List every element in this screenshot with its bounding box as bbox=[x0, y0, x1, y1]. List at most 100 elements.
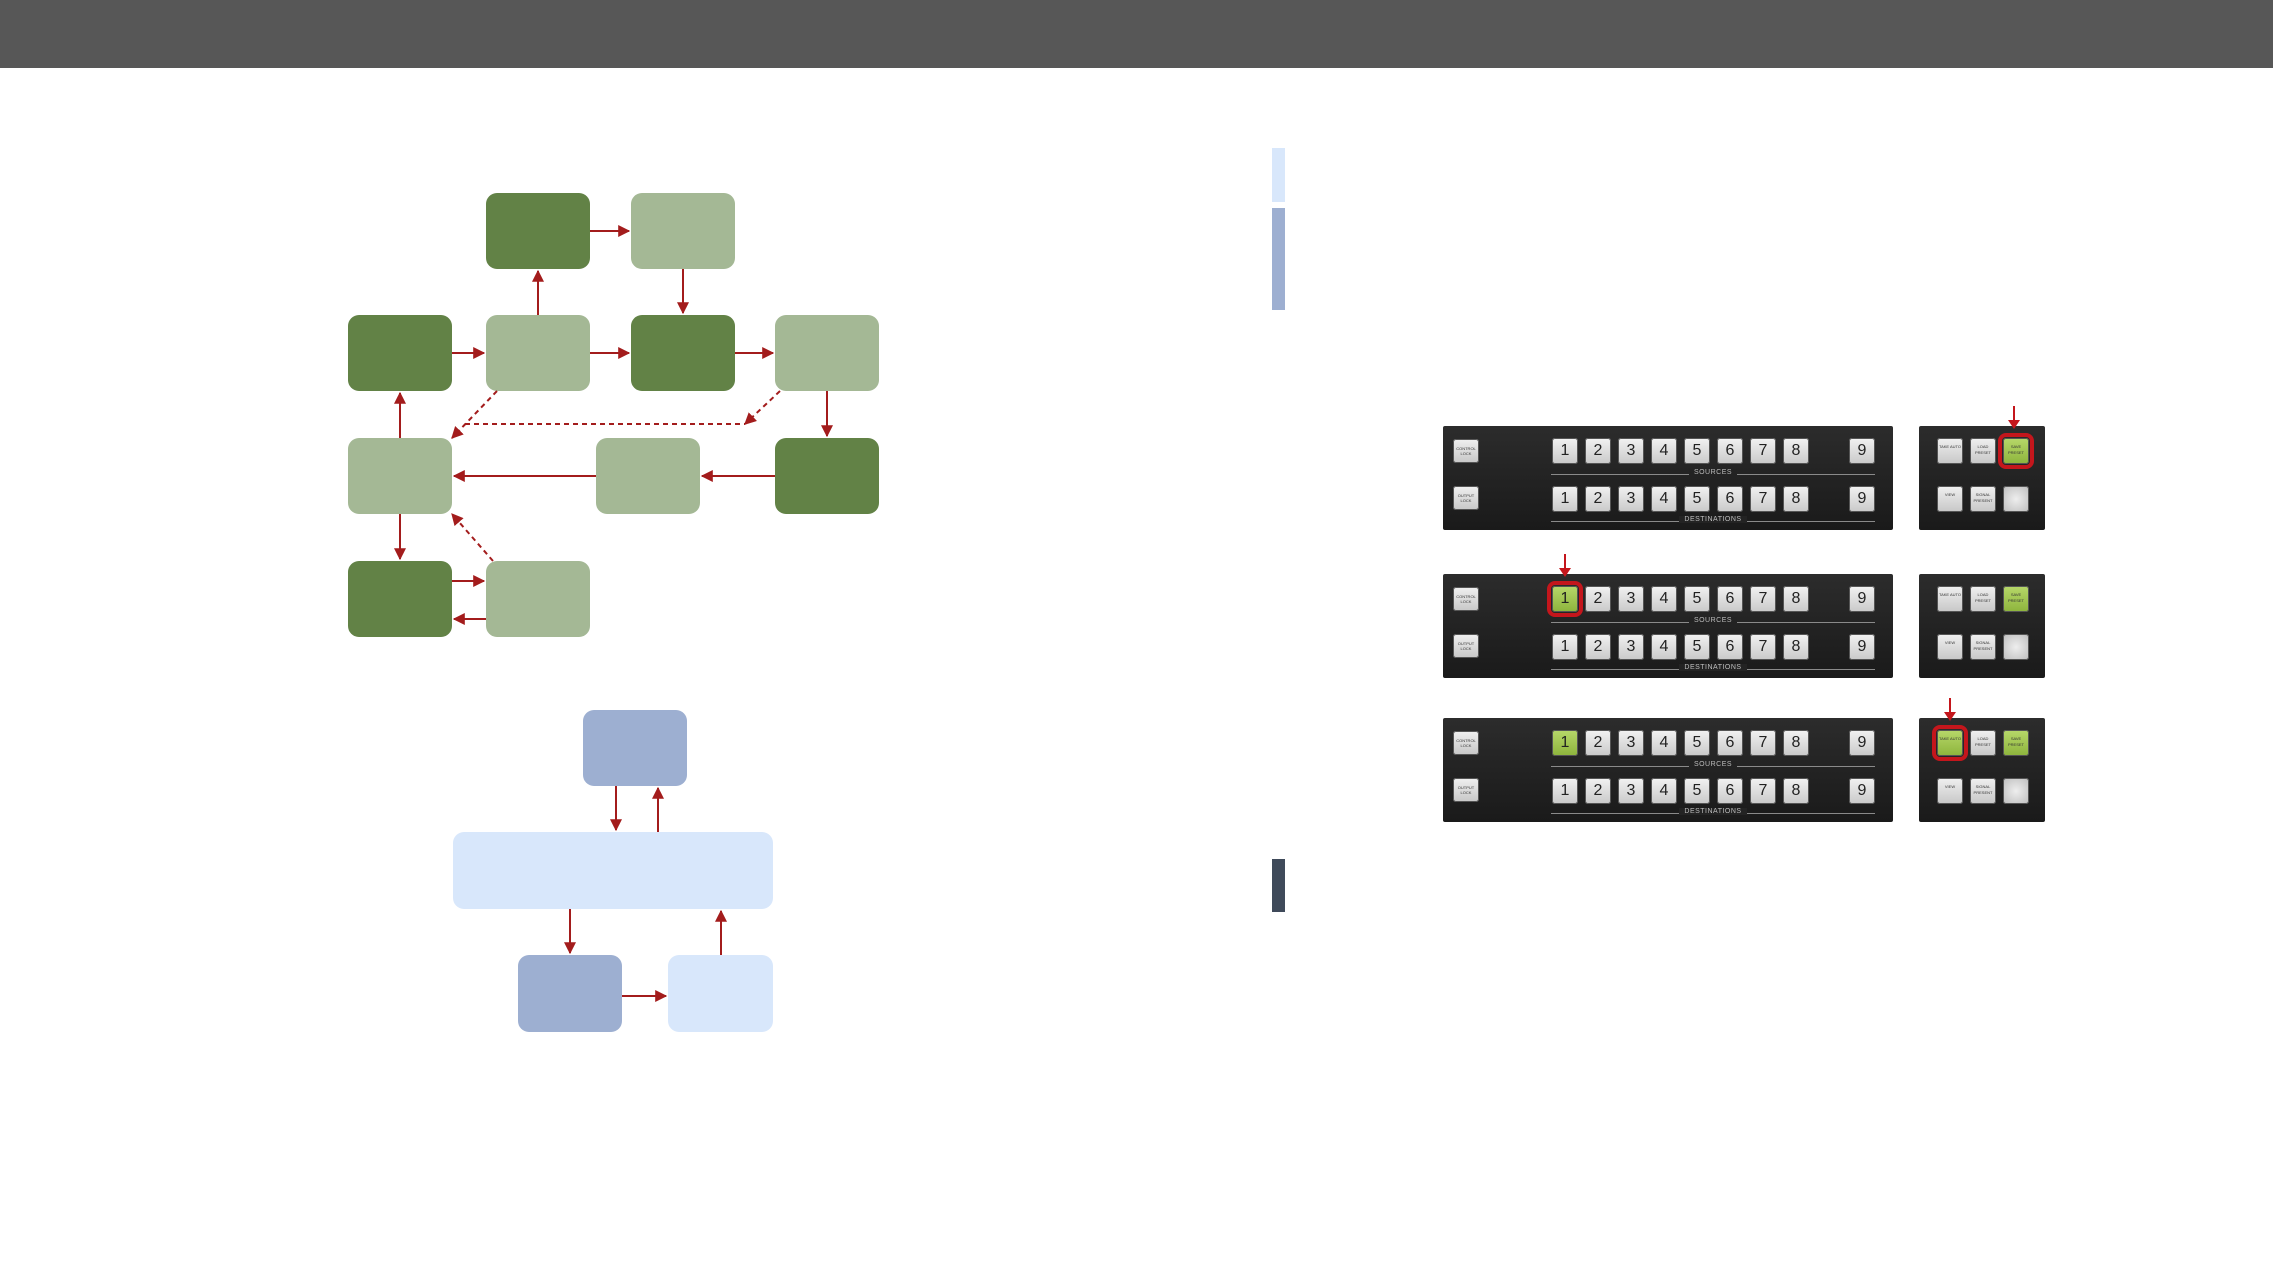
dest-key-7[interactable]: 7 bbox=[1750, 778, 1776, 804]
sources-label: SOURCES bbox=[1551, 617, 1875, 624]
dest-key-1[interactable]: 1 bbox=[1552, 634, 1578, 660]
source-key-9[interactable]: 9 bbox=[1849, 438, 1875, 464]
state-box-row3-a bbox=[348, 438, 452, 514]
source-key-8[interactable]: 8 bbox=[1783, 586, 1809, 612]
source-key-1[interactable]: 1 bbox=[1552, 730, 1578, 756]
source-key-8[interactable]: 8 bbox=[1783, 438, 1809, 464]
dest-key-5[interactable]: 5 bbox=[1684, 778, 1710, 804]
dest-key-3[interactable]: 3 bbox=[1618, 634, 1644, 660]
flow-diagrams bbox=[348, 193, 879, 1032]
source-key-4[interactable]: 4 bbox=[1651, 438, 1677, 464]
dest-key-3[interactable]: 3 bbox=[1618, 778, 1644, 804]
state-box-row2-d bbox=[775, 315, 879, 391]
dest-key-9[interactable]: 9 bbox=[1849, 486, 1875, 512]
source-key-7[interactable]: 7 bbox=[1750, 586, 1776, 612]
dest-key-7[interactable]: 7 bbox=[1750, 486, 1776, 512]
dest-key-7[interactable]: 7 bbox=[1750, 634, 1776, 660]
signal-present-key[interactable]: SIGNAL PRESENT bbox=[1970, 486, 1996, 512]
blank-key[interactable] bbox=[2003, 634, 2029, 660]
source-key-1[interactable]: 1 bbox=[1547, 581, 1583, 617]
dest-key-8[interactable]: 8 bbox=[1783, 778, 1809, 804]
dest-key-5[interactable]: 5 bbox=[1684, 486, 1710, 512]
control-lock-key[interactable]: CONTROL LOCK bbox=[1453, 587, 1479, 611]
dest-key-1[interactable]: 1 bbox=[1552, 486, 1578, 512]
source-key-7[interactable]: 7 bbox=[1750, 730, 1776, 756]
source-key-1[interactable]: 1 bbox=[1552, 438, 1578, 464]
source-key-7[interactable]: 7 bbox=[1750, 438, 1776, 464]
save-preset-key[interactable]: SAVE PRESET bbox=[1998, 433, 2034, 469]
dest-key-3[interactable]: 3 bbox=[1618, 486, 1644, 512]
view-key[interactable]: VIEW bbox=[1937, 778, 1963, 804]
dest-key-9[interactable]: 9 bbox=[1849, 778, 1875, 804]
blank-key[interactable] bbox=[2003, 778, 2029, 804]
source-key-2[interactable]: 2 bbox=[1585, 586, 1611, 612]
state-box-row2-c bbox=[631, 315, 735, 391]
blue-box-bottom-right bbox=[668, 955, 773, 1032]
view-key[interactable]: VIEW bbox=[1937, 634, 1963, 660]
state-box-row4-b bbox=[486, 561, 590, 637]
save-preset-key[interactable]: SAVE PRESET bbox=[2003, 586, 2029, 612]
source-key-2[interactable]: 2 bbox=[1585, 438, 1611, 464]
blank-key[interactable] bbox=[2003, 486, 2029, 512]
blue-box-top bbox=[583, 710, 687, 786]
source-key-4[interactable]: 4 bbox=[1651, 586, 1677, 612]
state-box-top-left bbox=[486, 193, 590, 269]
source-key-3[interactable]: 3 bbox=[1618, 586, 1644, 612]
sources-label: SOURCES bbox=[1551, 761, 1875, 768]
destinations-label: DESTINATIONS bbox=[1551, 664, 1875, 671]
dest-key-6[interactable]: 6 bbox=[1717, 634, 1743, 660]
source-key-3[interactable]: 3 bbox=[1618, 438, 1644, 464]
dest-key-8[interactable]: 8 bbox=[1783, 486, 1809, 512]
dest-key-9[interactable]: 9 bbox=[1849, 634, 1875, 660]
save-preset-key[interactable]: SAVE PRESET bbox=[2003, 730, 2029, 756]
accent-bar-light bbox=[1272, 148, 1285, 202]
output-lock-key[interactable]: OUTPUT LOCK bbox=[1453, 486, 1479, 510]
dest-key-5[interactable]: 5 bbox=[1684, 634, 1710, 660]
dest-key-1[interactable]: 1 bbox=[1552, 778, 1578, 804]
preset-panel-2: TAKE AUTO LOAD PRESET SAVE PRESET VIEW S… bbox=[1919, 574, 2045, 678]
signal-present-key[interactable]: SIGNAL PRESENT bbox=[1970, 634, 1996, 660]
source-key-8[interactable]: 8 bbox=[1783, 730, 1809, 756]
load-preset-key[interactable]: LOAD PRESET bbox=[1970, 730, 1996, 756]
dest-key-2[interactable]: 2 bbox=[1585, 778, 1611, 804]
source-key-4[interactable]: 4 bbox=[1651, 730, 1677, 756]
source-key-9[interactable]: 9 bbox=[1849, 730, 1875, 756]
take-auto-key[interactable]: TAKE AUTO bbox=[1932, 725, 1968, 761]
output-lock-key[interactable]: OUTPUT LOCK bbox=[1453, 634, 1479, 658]
dest-key-8[interactable]: 8 bbox=[1783, 634, 1809, 660]
blue-wide-box bbox=[453, 832, 773, 909]
take-auto-key[interactable]: TAKE AUTO bbox=[1937, 438, 1963, 464]
dest-key-2[interactable]: 2 bbox=[1585, 634, 1611, 660]
source-key-6[interactable]: 6 bbox=[1717, 438, 1743, 464]
source-key-5[interactable]: 5 bbox=[1684, 438, 1710, 464]
source-key-2[interactable]: 2 bbox=[1585, 730, 1611, 756]
source-key-6[interactable]: 6 bbox=[1717, 730, 1743, 756]
control-lock-key[interactable]: CONTROL LOCK bbox=[1453, 439, 1479, 463]
dest-key-4[interactable]: 4 bbox=[1651, 634, 1677, 660]
dest-key-4[interactable]: 4 bbox=[1651, 486, 1677, 512]
control-lock-key[interactable]: CONTROL LOCK bbox=[1453, 731, 1479, 755]
load-preset-key[interactable]: LOAD PRESET bbox=[1970, 586, 1996, 612]
dest-key-2[interactable]: 2 bbox=[1585, 486, 1611, 512]
state-box-top-right bbox=[631, 193, 735, 269]
source-key-5[interactable]: 5 bbox=[1684, 730, 1710, 756]
load-preset-key[interactable]: LOAD PRESET bbox=[1970, 438, 1996, 464]
source-key-3[interactable]: 3 bbox=[1618, 730, 1644, 756]
header-bar bbox=[0, 0, 2273, 68]
state-box-row3-c bbox=[775, 438, 879, 514]
control-panel-2: CONTROL LOCK OUTPUT LOCK 1 2 3 4 5 6 7 8… bbox=[1443, 574, 1893, 678]
dest-key-6[interactable]: 6 bbox=[1717, 486, 1743, 512]
take-auto-key[interactable]: TAKE AUTO bbox=[1937, 586, 1963, 612]
destinations-label: DESTINATIONS bbox=[1551, 516, 1875, 523]
source-key-9[interactable]: 9 bbox=[1849, 586, 1875, 612]
output-lock-key[interactable]: OUTPUT LOCK bbox=[1453, 778, 1479, 802]
view-key[interactable]: VIEW bbox=[1937, 486, 1963, 512]
signal-present-key[interactable]: SIGNAL PRESENT bbox=[1970, 778, 1996, 804]
dest-key-6[interactable]: 6 bbox=[1717, 778, 1743, 804]
destinations-label: DESTINATIONS bbox=[1551, 808, 1875, 815]
accent-bar-mid bbox=[1272, 208, 1285, 310]
pointer-arrow-source-1 bbox=[1559, 554, 1571, 577]
dest-key-4[interactable]: 4 bbox=[1651, 778, 1677, 804]
source-key-5[interactable]: 5 bbox=[1684, 586, 1710, 612]
source-key-6[interactable]: 6 bbox=[1717, 586, 1743, 612]
